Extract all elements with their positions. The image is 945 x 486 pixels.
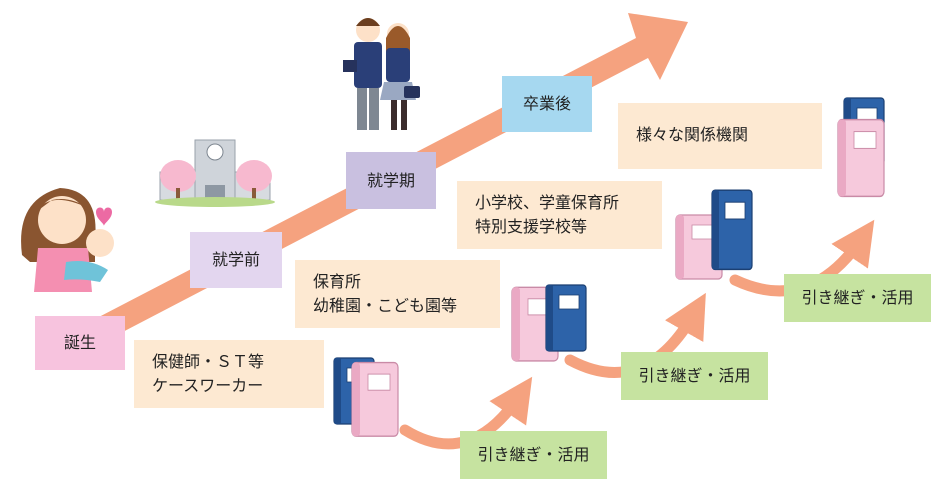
handover-step-1-text: 引き継ぎ・活用 xyxy=(477,445,590,464)
stage-school-label: 就学期 xyxy=(346,152,436,209)
binder-pair-2-icon xyxy=(511,284,587,362)
agency-health-line-1: 保健師・ＳＴ等 xyxy=(152,352,265,371)
agency-nursery-line-2: 幼稚園・こども園等 xyxy=(313,296,458,315)
handover-step-3-text: 引き継ぎ・活用 xyxy=(801,288,914,307)
mother-baby-icon xyxy=(21,188,114,292)
graduating-students-icon xyxy=(343,18,420,130)
agency-various-note: 様々な関係機関 xyxy=(618,103,822,169)
agency-school-line-1: 小学校、学童保育所 xyxy=(475,193,620,212)
agency-nursery-note: 保育所 幼稚園・こども園等 xyxy=(295,260,500,328)
stage-after-graduation-label: 卒業後 xyxy=(502,76,592,132)
stage-preschool-label: 就学前 xyxy=(190,232,282,288)
stage-birth-text: 誕生 xyxy=(63,333,96,352)
handover-step-1-label: 引き継ぎ・活用 xyxy=(460,431,607,479)
agency-health-line-2: ケースワーカー xyxy=(152,376,264,395)
handover-step-2-text: 引き継ぎ・活用 xyxy=(638,366,751,385)
school-building-icon xyxy=(155,139,275,207)
stage-preschool-text: 就学前 xyxy=(211,250,260,269)
handover-step-2-label: 引き継ぎ・活用 xyxy=(621,352,768,400)
agency-health-note: 保健師・ＳＴ等 ケースワーカー xyxy=(134,340,324,408)
agency-school-note: 小学校、学童保育所 特別支援学校等 xyxy=(457,181,662,249)
binder-pair-4-icon xyxy=(837,97,885,198)
binder-pair-3-icon xyxy=(675,189,753,280)
stage-birth-label: 誕生 xyxy=(35,316,125,370)
agency-nursery-line-1: 保育所 xyxy=(313,272,362,291)
handover-step-3-label: 引き継ぎ・活用 xyxy=(784,274,931,322)
stage-after-graduation-text: 卒業後 xyxy=(522,94,571,113)
stage-school-text: 就学期 xyxy=(366,170,415,190)
agency-various-line-1: 様々な関係機関 xyxy=(636,125,749,144)
agency-school-line-2: 特別支援学校等 xyxy=(475,217,588,236)
binder-pair-1-icon xyxy=(333,357,399,437)
